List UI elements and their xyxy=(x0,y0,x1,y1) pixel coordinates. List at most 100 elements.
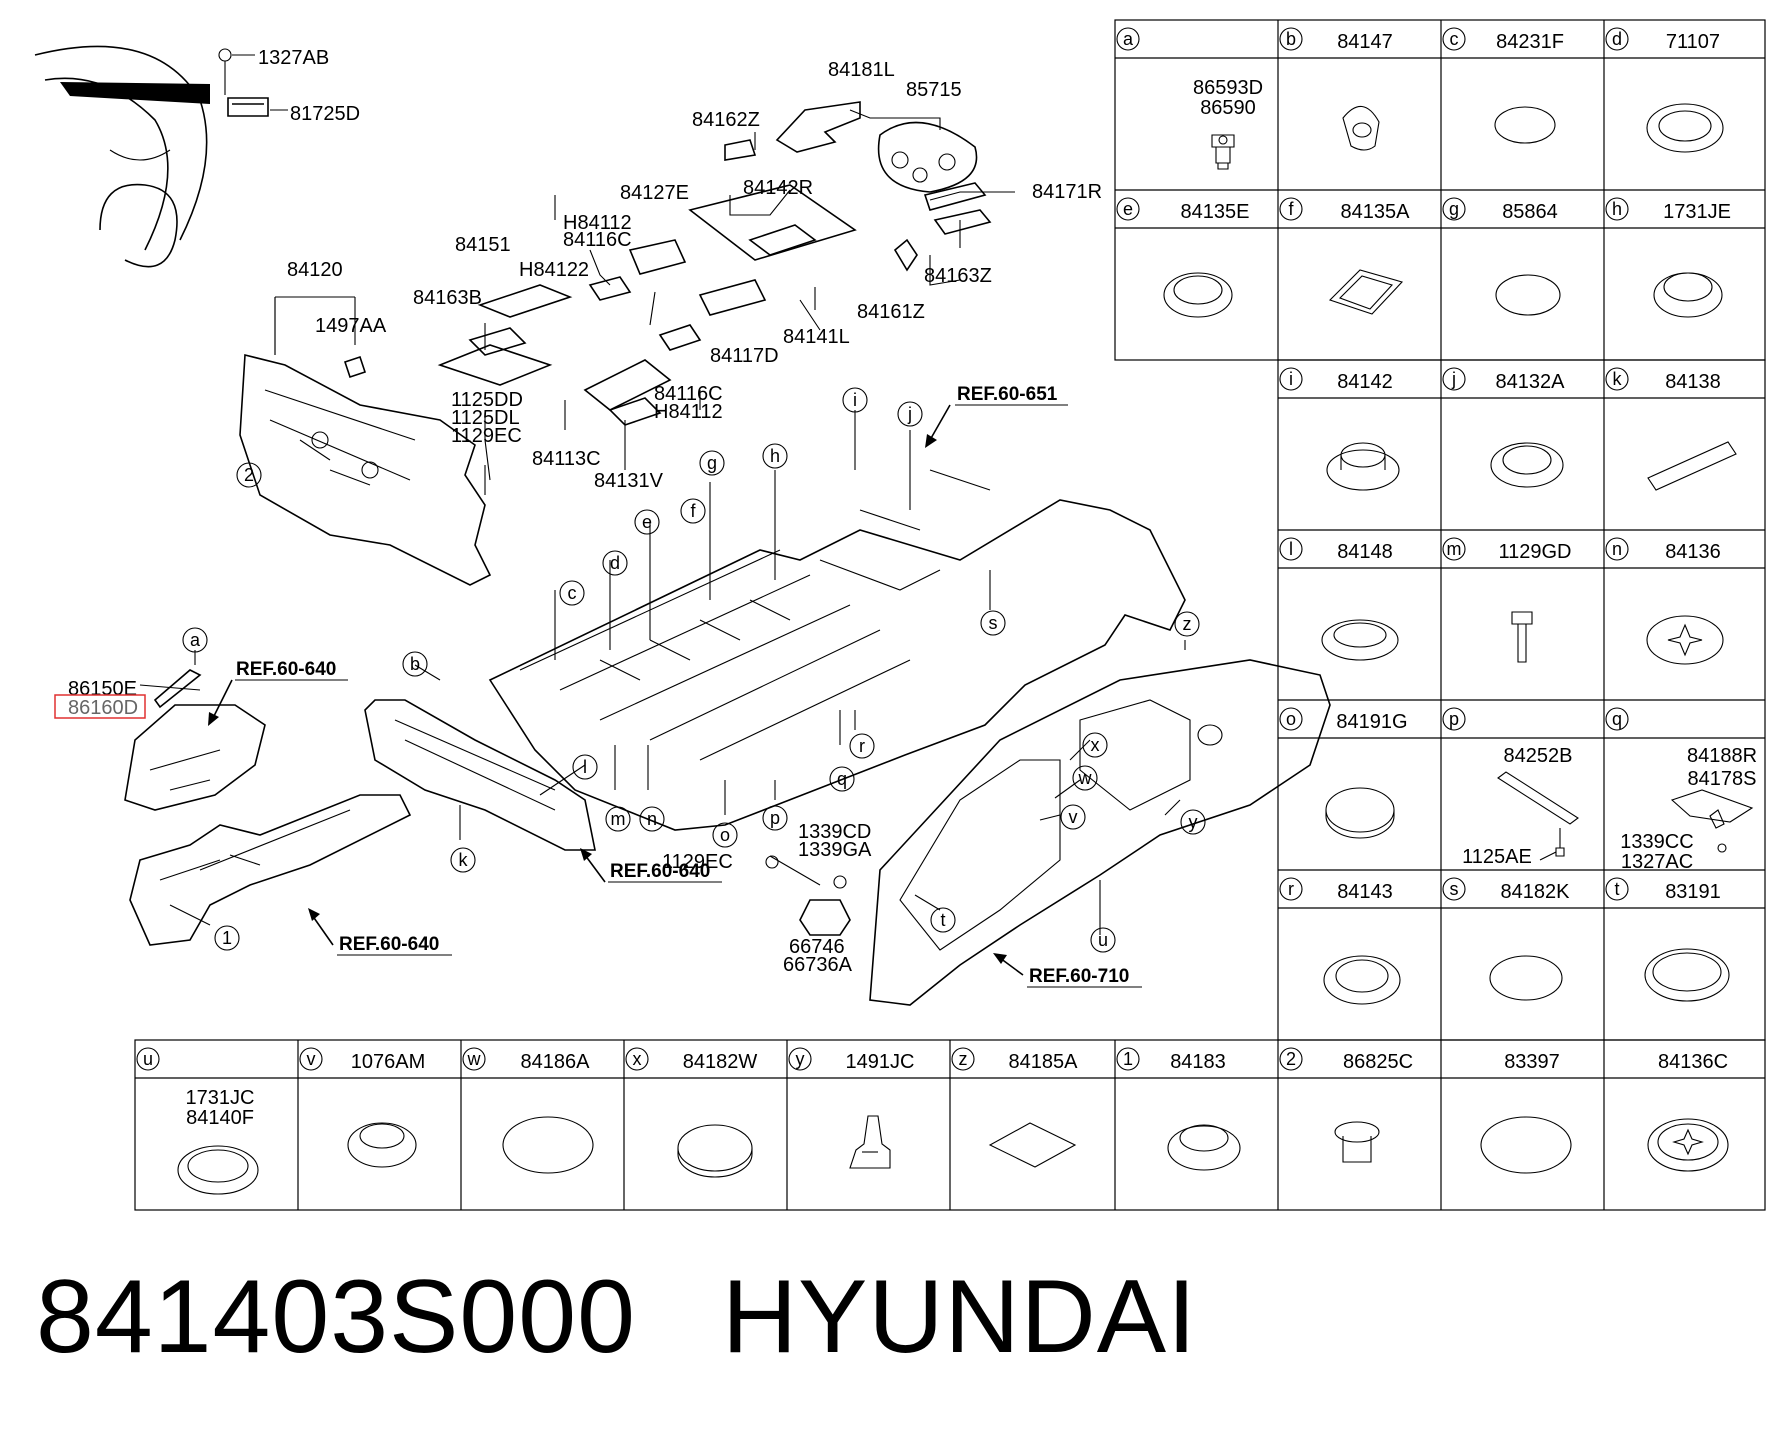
svg-text:84148: 84148 xyxy=(1337,541,1393,563)
svg-text:2: 2 xyxy=(1286,1049,1296,1069)
pads-group xyxy=(437,101,992,426)
svg-text:h: h xyxy=(1612,199,1622,219)
svg-text:m: m xyxy=(1447,539,1462,559)
svg-text:84135E: 84135E xyxy=(1181,201,1250,223)
svg-text:REF.60-640: REF.60-640 xyxy=(610,861,710,882)
svg-text:84142R: 84142R xyxy=(743,177,813,199)
legend-code: 86590 xyxy=(1200,97,1256,119)
screw-icon xyxy=(1511,611,1533,663)
svg-text:H84122: H84122 xyxy=(519,259,589,281)
svg-text:r: r xyxy=(859,736,865,756)
legend-cell-2: 2 86825C xyxy=(1279,1047,1413,1163)
svg-text:1491JC: 1491JC xyxy=(846,1051,915,1073)
svg-text:H84112: H84112 xyxy=(563,212,632,234)
callout-o: o xyxy=(712,822,738,848)
svg-text:1339GA: 1339GA xyxy=(798,839,872,861)
legend-cell-o: o 84191G xyxy=(1279,707,1408,839)
svg-text:84191G: 84191G xyxy=(1336,711,1407,733)
svg-text:b: b xyxy=(410,654,420,674)
svg-text:84178S: 84178S xyxy=(1688,768,1757,790)
callout-r: r xyxy=(849,733,875,759)
bracket-icon xyxy=(1497,771,1579,861)
callout-d: d xyxy=(602,550,628,576)
brand-name: HYUNDAI xyxy=(721,1259,1197,1375)
tape-icon xyxy=(1647,441,1737,491)
svg-text:f: f xyxy=(690,501,696,521)
svg-text:84136C: 84136C xyxy=(1658,1051,1728,1073)
svg-text:1129EC: 1129EC xyxy=(451,425,522,447)
legend-letter: a xyxy=(1123,29,1134,49)
svg-text:z: z xyxy=(959,1049,968,1069)
svg-text:s: s xyxy=(1450,879,1459,899)
svg-text:n: n xyxy=(1612,539,1622,559)
svg-text:l: l xyxy=(1289,539,1293,559)
leader-lines xyxy=(139,109,1186,935)
svg-text:j: j xyxy=(1451,369,1456,389)
svg-text:t: t xyxy=(1614,879,1619,899)
svg-text:j: j xyxy=(907,404,912,424)
grommet-icon xyxy=(1490,442,1564,488)
clip-grommet-icon xyxy=(1326,442,1400,491)
grommet-icon xyxy=(1323,955,1401,1005)
svg-text:t: t xyxy=(940,910,945,930)
svg-text:84147: 84147 xyxy=(1337,31,1393,53)
callout-y: y xyxy=(1180,809,1206,835)
svg-text:84182W: 84182W xyxy=(683,1051,758,1073)
grommet-icon xyxy=(1163,272,1233,318)
svg-text:81725D: 81725D xyxy=(290,103,360,125)
legend-cell-u: u 1731JC 84140F xyxy=(136,1047,259,1195)
ref-arrows xyxy=(208,404,1024,976)
svg-text:84188R: 84188R xyxy=(1687,745,1757,767)
svg-text:84252B: 84252B xyxy=(1504,745,1573,767)
svg-text:h: h xyxy=(770,446,780,466)
svg-text:1731JE: 1731JE xyxy=(1663,201,1731,223)
svg-text:84140F: 84140F xyxy=(186,1107,254,1129)
svg-text:d: d xyxy=(1612,29,1622,49)
svg-text:y: y xyxy=(1189,812,1198,832)
svg-text:84116C: 84116C xyxy=(563,229,632,251)
body-side-outer xyxy=(869,659,1331,1006)
svg-text:REF.60-651: REF.60-651 xyxy=(957,384,1058,405)
callout-c: c xyxy=(559,580,585,606)
svg-text:REF.60-640: REF.60-640 xyxy=(339,934,439,955)
svg-text:v: v xyxy=(1069,807,1078,827)
svg-text:u: u xyxy=(143,1049,153,1069)
svg-text:84161Z: 84161Z xyxy=(857,301,925,323)
svg-text:REF.60-640: REF.60-640 xyxy=(236,659,336,680)
legend-cell-y: y 1491JC xyxy=(788,1047,915,1169)
callout-u: u xyxy=(1090,927,1116,953)
legend-cell-c: c 84231F xyxy=(1442,27,1564,144)
callout-j: j xyxy=(897,401,923,427)
front-side-member xyxy=(129,794,412,946)
svg-text:84181L: 84181L xyxy=(828,59,895,81)
legend-grid xyxy=(134,19,1766,1211)
svg-text:83191: 83191 xyxy=(1665,881,1721,903)
part-labels: 1327AB 81725D 84181L 85715 84162Z 84127E… xyxy=(68,47,1102,976)
svg-text:1129GD: 1129GD xyxy=(1498,541,1571,563)
legend-cell-b: b 84147 xyxy=(1279,27,1393,151)
svg-text:1076AM: 1076AM xyxy=(351,1051,426,1073)
callout-s: s xyxy=(980,610,1006,636)
rect-grommet-icon xyxy=(1328,269,1404,315)
callout-1: 1 xyxy=(214,925,240,951)
ring-plug-icon xyxy=(1644,948,1730,1002)
svg-text:p: p xyxy=(770,808,780,828)
svg-text:a: a xyxy=(190,630,201,650)
callout-t: t xyxy=(930,907,956,933)
svg-text:d: d xyxy=(610,553,620,573)
legend-cell-d: d 71107 xyxy=(1605,27,1724,153)
svg-text:e: e xyxy=(642,512,652,532)
svg-text:84127E: 84127E xyxy=(620,182,689,204)
svg-text:c: c xyxy=(568,583,577,603)
legend-cell-83397: 83397 xyxy=(1480,1051,1572,1174)
legend-cell-m: m 1129GD xyxy=(1442,537,1572,663)
legend-cell-v: v 1076AM xyxy=(299,1047,426,1168)
svg-text:l: l xyxy=(583,757,587,777)
svg-text:85864: 85864 xyxy=(1502,201,1558,223)
plug-icon xyxy=(502,1116,594,1174)
ring-plug-icon xyxy=(1646,103,1724,153)
legend-cell-x: x 84182W xyxy=(625,1047,758,1178)
svg-text:k: k xyxy=(1613,369,1623,389)
callout-markers: a b c d e f g h i j k l m n o p q r s t … xyxy=(182,387,1206,953)
